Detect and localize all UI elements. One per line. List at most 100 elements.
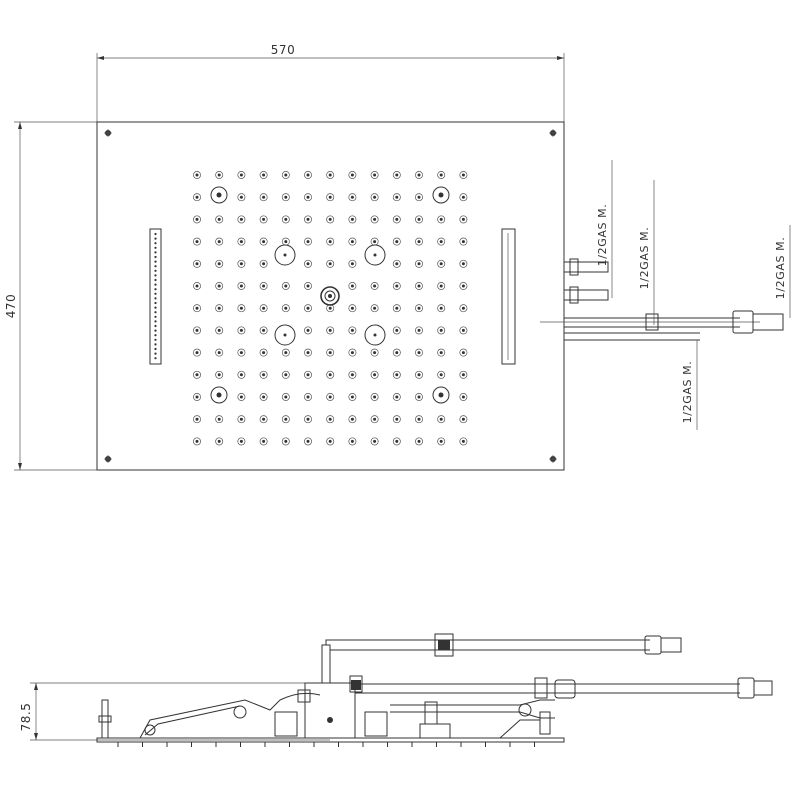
gas-connection-label-4: 1/2GAS M. [681, 361, 694, 424]
nozzle [348, 437, 357, 446]
nozzle [193, 326, 201, 335]
nozzle-center [350, 262, 354, 266]
nozzle-center [461, 262, 465, 266]
nozzle-center [439, 217, 443, 221]
nozzle-center [239, 284, 243, 288]
nozzle-center [328, 306, 332, 310]
nozzle [459, 304, 468, 313]
corner-screws [104, 129, 557, 463]
nozzle [304, 437, 312, 446]
nozzle [193, 193, 201, 202]
nozzle [348, 393, 357, 401]
nozzle [459, 348, 468, 357]
led-dot [154, 246, 157, 249]
led-dot [154, 315, 157, 318]
nozzle-center [328, 262, 332, 266]
led-dot [154, 232, 157, 236]
nozzle [259, 393, 268, 401]
nozzle-center [328, 373, 332, 377]
nozzle-center [284, 217, 288, 221]
nozzle [370, 348, 379, 357]
nozzle [193, 415, 201, 424]
nozzle-center [195, 173, 199, 177]
nozzle-center [239, 217, 243, 221]
led-dot [154, 347, 157, 351]
nozzle-center [417, 262, 421, 266]
nozzle [348, 259, 357, 268]
nozzle [415, 282, 423, 290]
nozzle [259, 259, 268, 268]
nozzle-center [262, 395, 266, 399]
nozzle [370, 282, 379, 290]
nozzle-center [417, 439, 421, 443]
nozzle [348, 237, 357, 246]
nozzle [193, 370, 201, 379]
width-dimension-label: 570 [271, 43, 295, 57]
nozzle [237, 193, 246, 202]
nozzle-center [328, 217, 332, 221]
nozzle-center [417, 417, 421, 421]
nozzle [459, 259, 468, 268]
nozzle-center [350, 240, 354, 244]
nozzle [304, 237, 312, 246]
nozzle-center [461, 173, 465, 177]
nozzle [437, 304, 446, 313]
nozzle-center [328, 240, 332, 244]
nozzle [237, 393, 246, 401]
nozzle-center [395, 373, 399, 377]
nozzle [237, 282, 246, 290]
depth-dimension-label: 78.5 [19, 703, 33, 732]
led-dot [154, 306, 157, 309]
nozzle-center [461, 395, 465, 399]
nozzle [304, 215, 312, 224]
nozzle [281, 304, 290, 313]
nozzle-center [417, 240, 421, 244]
nozzle-center [239, 328, 243, 332]
nozzle-center [262, 328, 266, 332]
nozzle-center [439, 373, 443, 377]
led-dot [154, 329, 157, 332]
nozzle [215, 282, 224, 290]
nozzle [326, 415, 335, 424]
nozzle [304, 370, 312, 379]
nozzle-center [350, 284, 354, 288]
nozzle [437, 437, 446, 446]
nozzle [215, 326, 224, 335]
nozzle-center [306, 195, 310, 199]
nozzle-center [262, 439, 266, 443]
nozzle-center [461, 439, 465, 443]
nozzle [237, 259, 246, 268]
middle-pipe [355, 677, 773, 699]
nozzle-center [417, 195, 421, 199]
gas-leaders [611, 160, 791, 430]
nozzle [392, 437, 401, 446]
nozzle-center [439, 306, 443, 310]
nozzle-center [373, 217, 377, 221]
nozzle [281, 171, 290, 179]
nozzle-center [239, 373, 243, 377]
nozzle [326, 393, 335, 401]
led-dot [154, 260, 157, 263]
nozzle-center [461, 284, 465, 288]
nozzle [193, 393, 201, 401]
led-dot [154, 301, 157, 305]
nozzle [370, 171, 379, 179]
nozzle [193, 437, 201, 446]
nozzle-center [395, 395, 399, 399]
nozzle-center [262, 306, 266, 310]
nozzle-center [373, 395, 377, 399]
nozzle-center [395, 328, 399, 332]
nozzle-center [217, 351, 221, 355]
left-led-strip [149, 228, 162, 365]
nozzle [259, 437, 268, 446]
nozzle-center [195, 328, 199, 332]
led-dot [154, 265, 157, 268]
nozzle [259, 415, 268, 424]
nozzle-center [217, 217, 221, 221]
nozzle-center [284, 173, 288, 177]
nozzle [326, 237, 335, 246]
nozzle [459, 237, 468, 246]
nozzle-center [328, 417, 332, 421]
nozzle-center [439, 262, 443, 266]
nozzle [415, 393, 423, 401]
